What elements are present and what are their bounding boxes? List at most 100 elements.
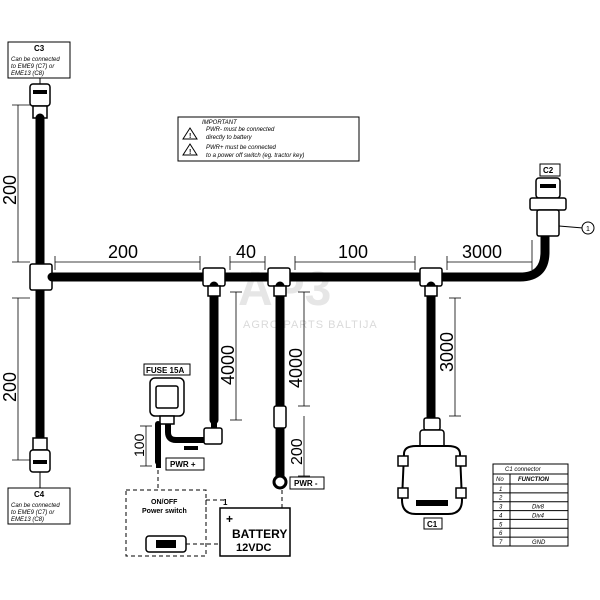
lower-vertical-value: 200 [0,372,20,402]
pwr-minus-label-box: PWR - [289,476,325,490]
drop-c1-dimension: 3000 [437,297,461,417]
horizontal-trunk-cable [47,231,550,282]
pinout-pin-number: 1 [499,487,502,493]
important-line-3: PWR+ must be connected [206,145,277,151]
fuse-lead-value: 100 [131,433,147,457]
pinout-pin-number: 6 [499,531,503,537]
c1-pinout-table: C1 connector No FUNCTION 1 2 3 Div8 4 Div4 5 6 7… [492,463,569,547]
seg4-value: 3000 [462,242,502,262]
pwr-minus-label: PWR - [294,479,318,488]
pinout-rows: 1 2 3 Div8 4 Div4 5 6 7 GND [493,487,568,546]
svg-text:!: ! [189,149,191,156]
pinout-pin-number: 7 [499,540,503,546]
fuse-branch-boot [207,285,221,297]
seg2-value: 40 [236,242,256,262]
watermark-text: AGRO PARTS BALTIJA [243,319,378,331]
c3-connector [29,83,51,119]
battery-plus-sign: + [226,512,233,526]
important-notice-box: IMPORTANT ! ! PWR- must be connected dir… [177,116,360,162]
pwr-minus-inline-connector [273,405,287,429]
pinout-pin-number: 5 [499,522,503,528]
pinout-pin-number: 3 [499,505,503,511]
battery-pin: 1 [223,498,228,507]
seg3-value: 100 [338,242,368,262]
pinout-row: 7 GND [499,540,546,546]
seg3-dimension: 100 [294,242,416,270]
svg-text:!: ! [189,133,191,140]
c1-label-box: C1 [423,517,443,530]
pwr-minus-lead-dimension: 200 [289,416,310,477]
c3-label-box: C3 Can be connected to EME9 (C7) or EME1… [7,41,71,79]
callout-number: 1 [586,226,590,233]
upper-vertical-value: 200 [0,175,20,205]
pinout-row: 1 [493,487,568,494]
c3-label: C3 [34,44,45,53]
pinout-col-function: FUNCTION [518,477,550,483]
pwr-minus-boot [273,285,287,297]
c4-note-1: Can be connected [11,503,60,509]
callout-circle [581,221,595,235]
c1-label: C1 [427,520,438,529]
c4-note-3: EME13 (C8) [11,517,44,523]
seg2-dimension: 40 [229,242,266,270]
fuse-label-box: FUSE 15A [143,363,191,376]
pinout-pin-number: 4 [499,513,503,519]
pwr-minus-ring-terminal [272,474,288,490]
c1-connector [397,417,467,515]
pinout-pin-number: 2 [498,496,503,502]
warning-icon [182,127,198,140]
drop-fuse-dimension: 4000 [218,291,242,421]
drop-c1-value: 3000 [437,332,457,372]
pinout-title: C1 connector [505,467,542,473]
fuse-inline-connector [203,427,223,445]
switch-line-2: Power switch [142,508,187,515]
pinout-row: 2 [493,496,568,503]
pwr-plus-label-box: PWR + [165,457,205,471]
seg1-dimension: 200 [54,242,201,270]
drop-fuse-value: 4000 [218,345,238,385]
c4-label-box: C4 Can be connected to EME9 (C7) or EME1… [7,487,71,525]
c2-connector [529,177,567,237]
drop-pwr-minus-value: 4000 [286,348,306,388]
switch-line-1: ON/OFF [151,499,178,506]
c3-note-3: EME13 (C8) [11,71,44,77]
fuse-label: FUSE 15A [146,366,184,375]
pinout-row: 4 Div4 [493,513,568,520]
c3-note-1: Can be connected [11,57,60,63]
fuse-cable-tie [184,446,198,450]
important-line-4: to a power off switch (eg. tractor key) [206,153,304,159]
fuse-lead-dimension: 100 [131,425,152,467]
important-line-2: directly to battery [206,135,253,141]
pinout-row: 6 [493,531,568,538]
c3-note-2: to EME9 (C7) or [11,64,55,70]
important-title: IMPORTANT [202,120,238,126]
pinout-row: 3 Div8 [493,505,568,512]
c2-label: C2 [543,166,554,175]
pinout-col-no: No [496,477,504,483]
pinout-function: GND [532,540,546,546]
important-line-1: PWR- must be connected [206,127,275,133]
lower-vertical-dimension: 200 [0,297,30,461]
c2-label-box: C2 [539,163,561,177]
pinout-row: 5 [493,522,568,529]
c4-label: C4 [34,490,45,499]
pinout-function: Div8 [532,505,545,511]
battery-line-2: 12VDC [236,542,272,554]
c4-note-2: to EME9 (C7) or [11,510,55,516]
warning-icon [182,143,198,156]
pwr-plus-label: PWR + [170,460,196,469]
c4-connector [29,437,51,473]
seg1-value: 200 [108,242,138,262]
power-switch-box: ON/OFF Power switch [125,489,207,557]
pwr-plus-terminal [156,460,161,468]
battery: + 1 BATTERY 12VDC [219,498,291,557]
c1-branch-boot [424,285,438,297]
fuse-holder [149,377,185,425]
pinout-function: Div4 [532,513,545,519]
seg4-dimension: 3000 [446,240,533,270]
battery-line-1: BATTERY [232,527,287,541]
pwr-minus-lead-value: 200 [289,438,306,465]
drop-pwr-minus-dimension: 4000 [286,291,310,407]
upper-vertical-dimension: 200 [0,104,30,263]
